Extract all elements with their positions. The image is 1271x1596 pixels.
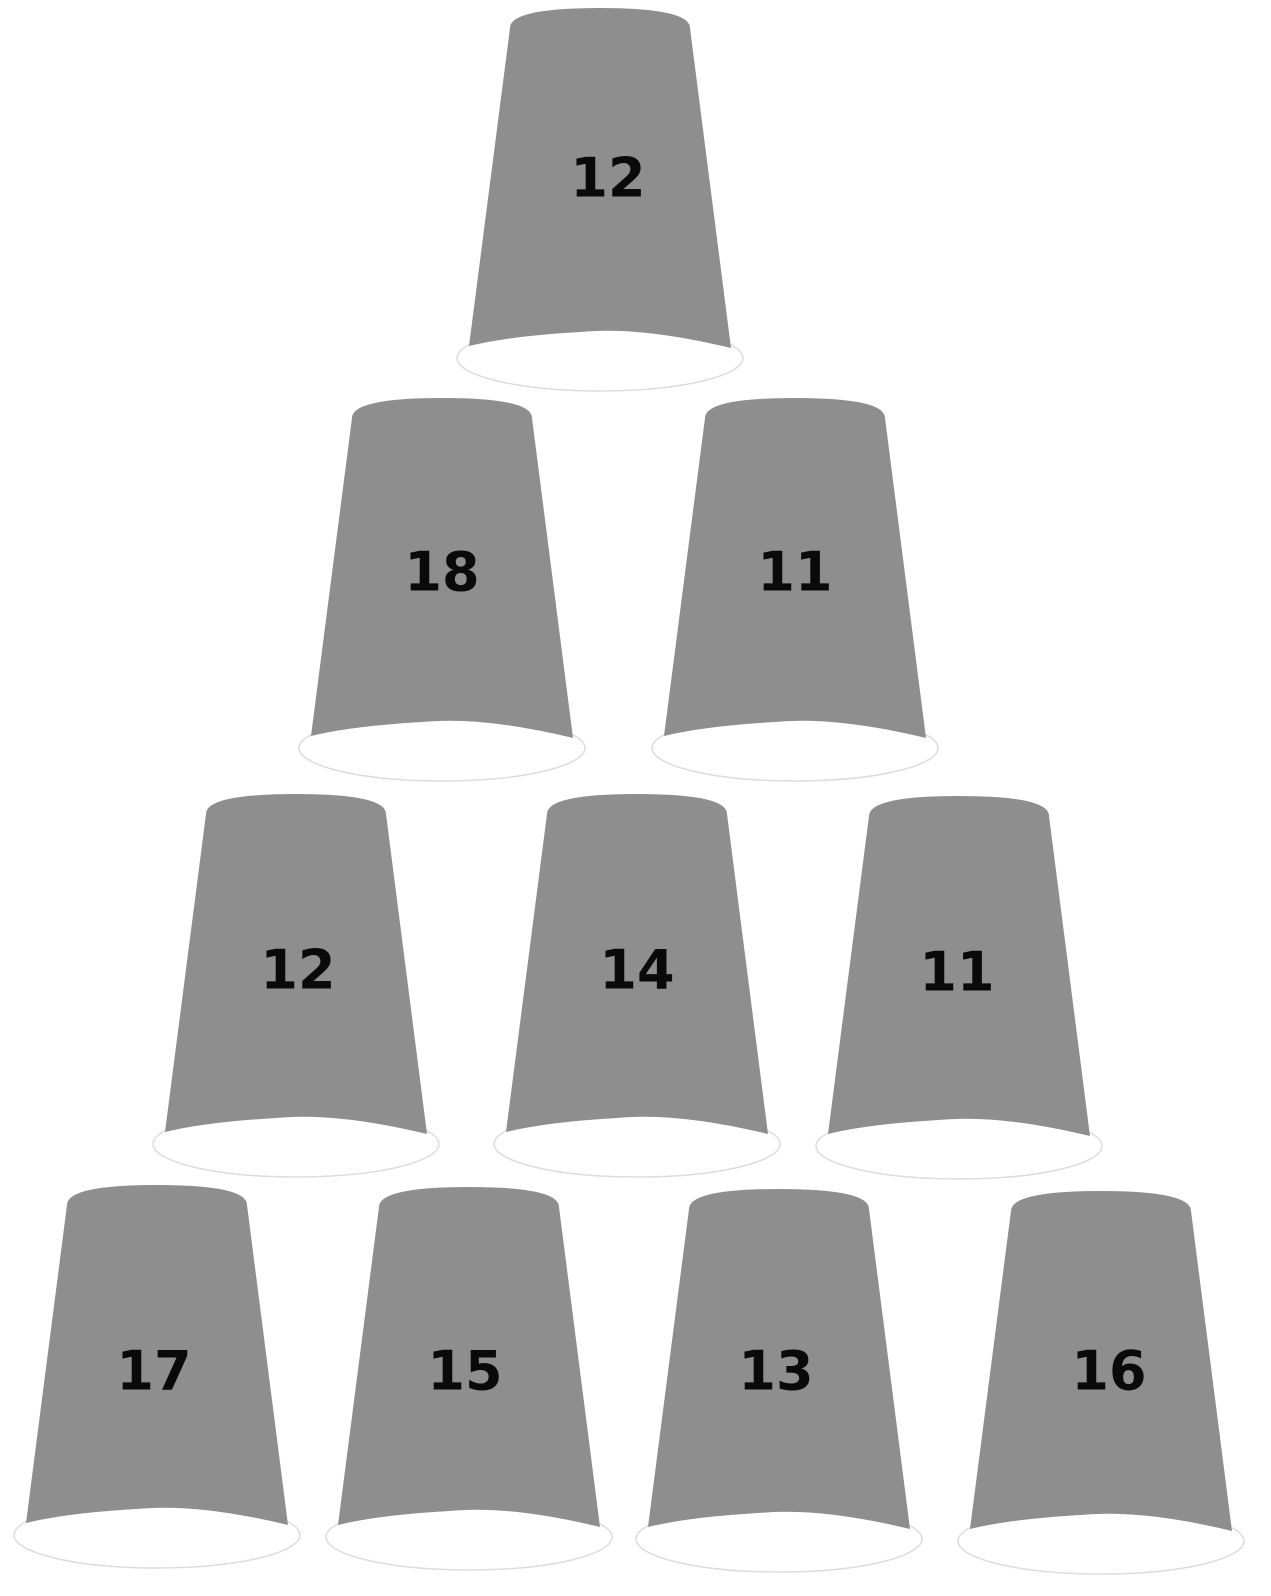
cup-number: 15 xyxy=(427,1340,502,1403)
cup-row-2-2[interactable]: 11 xyxy=(652,398,938,781)
cup-row-4-4[interactable]: 16 xyxy=(958,1191,1244,1574)
cup-row-4-1[interactable]: 17 xyxy=(14,1185,300,1568)
cup-row-4-3[interactable]: 13 xyxy=(636,1189,922,1572)
cup-number: 17 xyxy=(116,1340,191,1403)
cup-row-3-3[interactable]: 11 xyxy=(816,796,1102,1179)
cup-row-3-2[interactable]: 14 xyxy=(494,794,780,1177)
cup-number: 12 xyxy=(260,939,335,1002)
cup-row-3-1[interactable]: 12 xyxy=(153,794,439,1177)
cup-number: 18 xyxy=(404,541,479,604)
cup-number: 11 xyxy=(757,541,832,604)
cup-row-1-1[interactable]: 12 xyxy=(457,8,743,391)
cup-number: 12 xyxy=(570,147,645,210)
cup-row-4-2[interactable]: 15 xyxy=(326,1187,612,1570)
cup-number: 14 xyxy=(599,939,674,1002)
cup-number: 11 xyxy=(919,941,994,1004)
cup-row-2-1[interactable]: 18 xyxy=(299,398,585,781)
cup-number: 16 xyxy=(1071,1340,1146,1403)
cup-number: 13 xyxy=(738,1340,813,1403)
